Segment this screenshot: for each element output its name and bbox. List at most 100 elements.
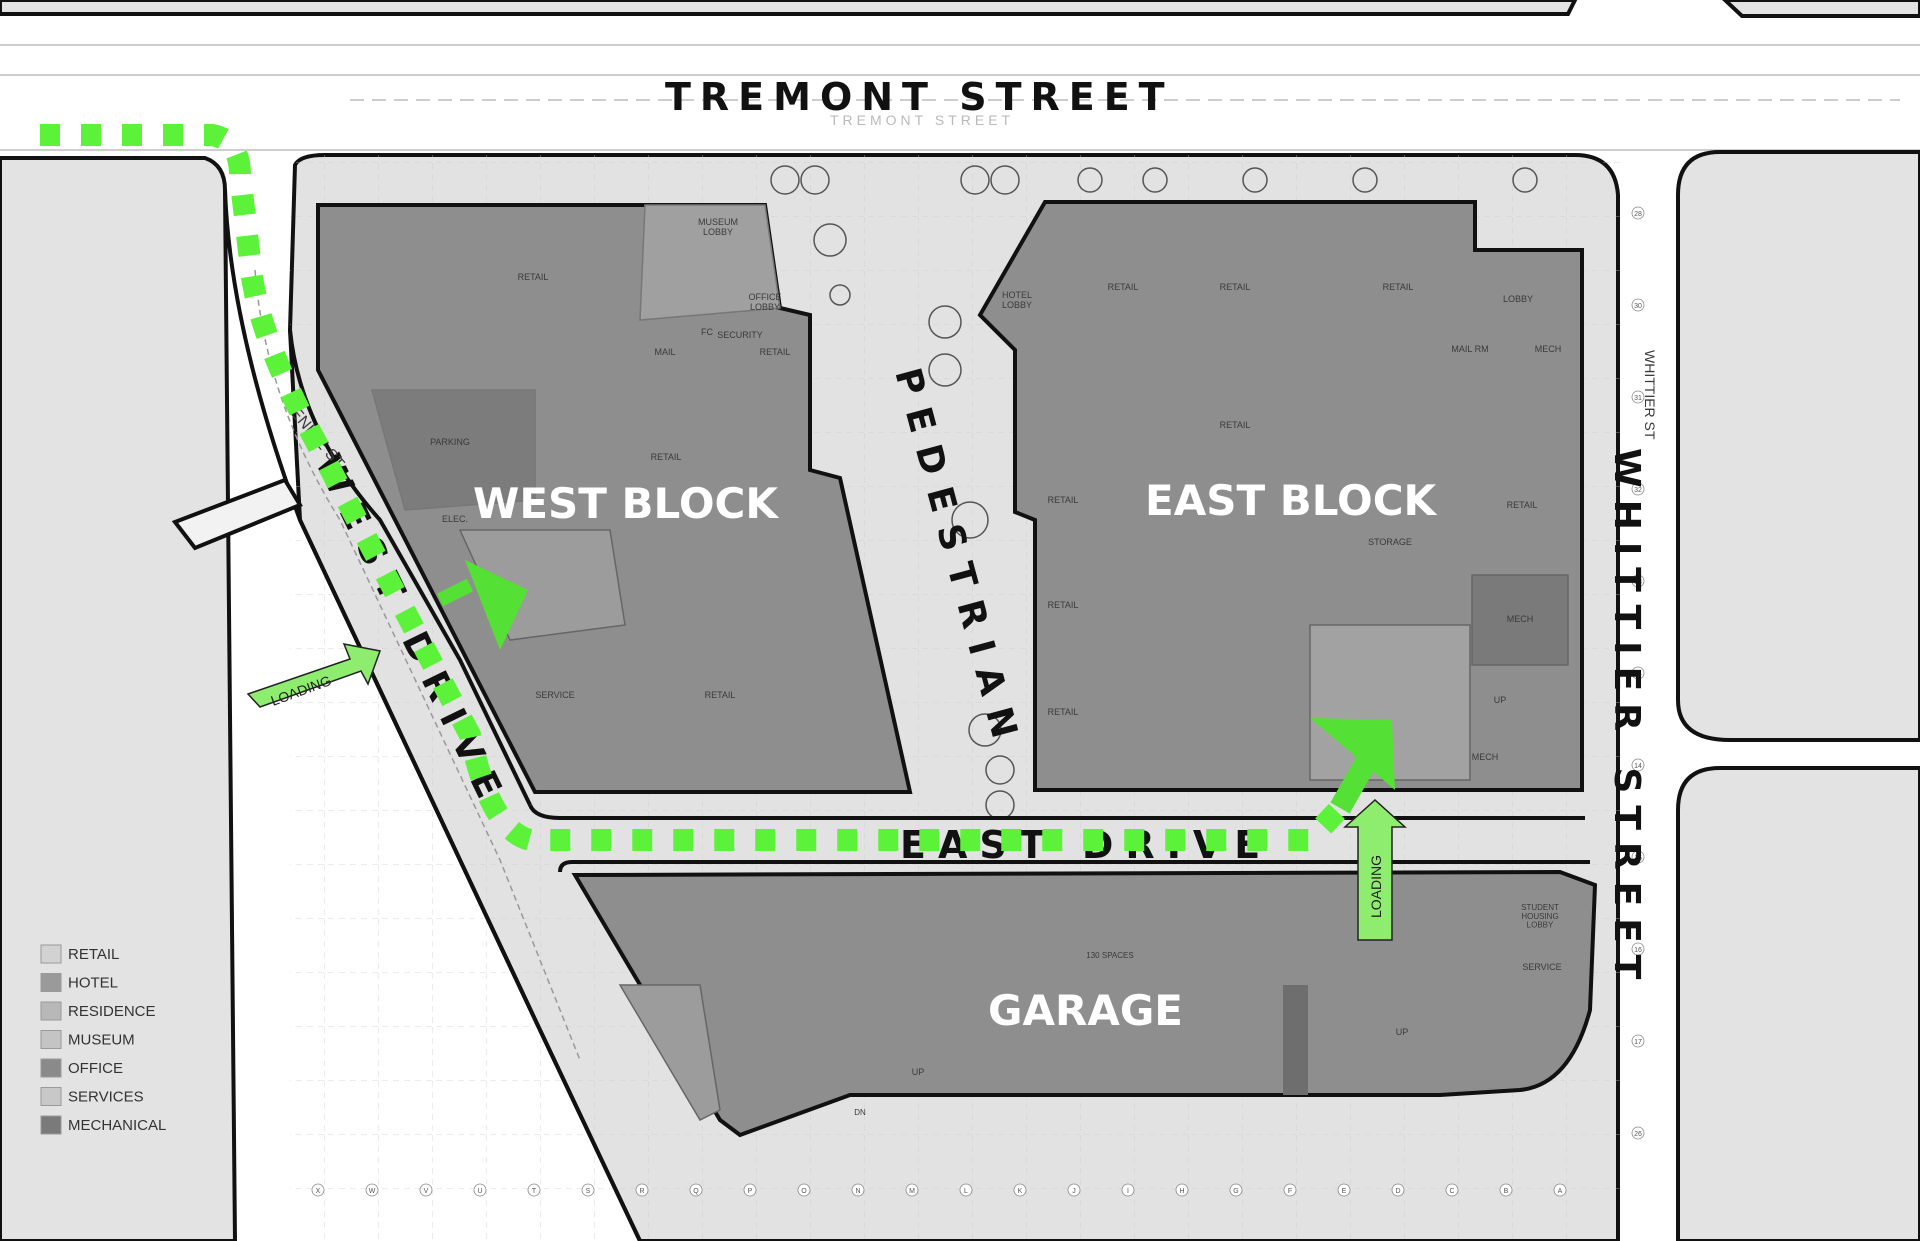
grid-column-bubble — [1175, 1183, 1189, 1197]
grid-column-label: X — [316, 1188, 321, 1195]
grid-column-label: P — [748, 1188, 753, 1195]
grid-row-bubble — [1631, 574, 1645, 588]
grid-column-bubble — [1067, 1183, 1081, 1197]
grid-row-bubble — [1631, 758, 1645, 772]
grid-column-label: V — [424, 1188, 429, 1195]
grid-column-bubble — [743, 1183, 757, 1197]
west-service-stub[interactable] — [171, 477, 303, 551]
grid-column-label: D — [1395, 1188, 1400, 1195]
land-use-legend: RETAILHOTELRESIDENCEMUSEUMOFFICESERVICES… — [40, 944, 166, 1135]
east-block-mech-room[interactable] — [1471, 574, 1569, 666]
west-block-museum-lobby[interactable] — [639, 204, 781, 321]
east-drive-edge-north — [528, 804, 1585, 820]
west-retail-label-2: RETAIL — [760, 347, 791, 357]
west-loading-arrow-shape — [246, 643, 382, 708]
legend-label: RETAIL — [68, 946, 119, 963]
grid-column-bubble — [1337, 1183, 1351, 1197]
grid-row-label: 15 — [1634, 855, 1642, 862]
west-block-label: WEST BLOCK — [473, 479, 779, 528]
mail-rm-label: MAIL RM — [1451, 344, 1488, 354]
grid-column-label: W — [369, 1188, 376, 1195]
grid-column-bubble — [1283, 1183, 1297, 1197]
grid-column-bubble — [635, 1183, 649, 1197]
east-up-label: UP — [1494, 695, 1507, 705]
grid-column-bubble — [797, 1183, 811, 1197]
grid-column-label: N — [855, 1188, 860, 1195]
west-retail-label-4: RETAIL — [705, 690, 736, 700]
grid-column-label: I — [1127, 1188, 1129, 1195]
grid-row-label: 14 — [1634, 763, 1642, 770]
grid-column-label: G — [1233, 1188, 1238, 1195]
legend-label: MECHANICAL — [68, 1117, 166, 1134]
east-entry-arrow-stem — [1330, 746, 1382, 814]
west-retail-label-1: RETAIL — [518, 272, 549, 282]
grid-column-bubble — [1553, 1183, 1567, 1197]
west-entry-arrow — [465, 560, 528, 650]
grid-row-bubble — [1631, 850, 1645, 864]
grid-row-bubble — [1631, 1126, 1645, 1140]
east-mech-label-3: MECH — [1472, 752, 1499, 762]
legend-swatch — [40, 1115, 62, 1135]
northeast-building[interactable] — [1722, 0, 1920, 18]
elec-label: ELEC. — [442, 514, 468, 524]
legend-label: OFFICE — [68, 1060, 123, 1077]
mail-label: MAIL — [654, 347, 675, 357]
grid-column-bubble — [527, 1183, 541, 1197]
grid-column-label: Q — [693, 1188, 699, 1195]
garage-ramp[interactable] — [618, 984, 721, 1121]
garage-footprint[interactable] — [571, 869, 1598, 1138]
grid-column-bubble — [959, 1183, 973, 1197]
grid-column-label: U — [477, 1188, 482, 1195]
storage-label: STORAGE — [1368, 537, 1412, 547]
east-retail-label-5: RETAIL — [1048, 495, 1079, 505]
grid-row-label: 28 — [1634, 211, 1642, 218]
east-drive-label: EAST DRIVE — [900, 823, 1272, 867]
security-label: SECURITY — [717, 330, 763, 340]
grid-column-bubble — [1013, 1183, 1027, 1197]
grid-column-bubble — [1391, 1183, 1405, 1197]
east-adjacent-building-south[interactable] — [1676, 766, 1920, 1241]
legend-label: HOTEL — [68, 975, 118, 992]
grid-row-bubble — [1631, 206, 1645, 220]
grid-column-bubble — [419, 1183, 433, 1197]
garage-core[interactable] — [1283, 985, 1308, 1095]
legend-swatch — [40, 1001, 62, 1021]
east-loading-arrow-shape — [1343, 798, 1407, 941]
east-mech-label-1: MECH — [1535, 344, 1562, 354]
garage-up-label-1: UP — [1396, 1027, 1409, 1037]
east-loading-arrow[interactable]: LOADING — [1343, 798, 1407, 941]
east-retail-label-4: RETAIL — [1220, 420, 1251, 430]
grid-column-label: K — [1018, 1188, 1023, 1195]
legend-swatch — [40, 1087, 62, 1106]
grid-column-bubble — [1229, 1183, 1243, 1197]
east-retail-label-3: RETAIL — [1383, 282, 1414, 292]
grid-row-bubble — [1631, 390, 1645, 404]
grid-column-label: E — [1342, 1188, 1347, 1195]
grid-row-bubble — [1631, 482, 1645, 496]
east-drive-edge-south — [558, 860, 1590, 873]
grid-column-bubble — [311, 1183, 325, 1197]
grid-row-label: 16 — [1634, 947, 1642, 954]
east-retail-label-6: RETAIL — [1507, 500, 1538, 510]
garage-dn-label: DN — [854, 1108, 866, 1117]
east-lobby-label: LOBBY — [1503, 294, 1533, 304]
grid-column-bubble — [1445, 1183, 1459, 1197]
east-entry-arrow — [1310, 718, 1395, 790]
grid-column-label: A — [1558, 1188, 1563, 1195]
grid-row-bubble — [1631, 942, 1645, 956]
grid-row-label: 17 — [1634, 1039, 1642, 1046]
west-adjacent-building[interactable] — [0, 156, 238, 1241]
grid-row-label: 30 — [1634, 303, 1642, 310]
grid-row-label: 34 — [1634, 671, 1642, 678]
grid-column-label: H — [1179, 1188, 1184, 1195]
grid-column-label: B — [1504, 1188, 1509, 1195]
north-building[interactable] — [0, 0, 1578, 16]
grid-column-bubble — [1499, 1183, 1513, 1197]
west-block-parking[interactable] — [371, 389, 536, 511]
grid-column-bubble — [905, 1183, 919, 1197]
east-adjacent-building-north[interactable] — [1676, 150, 1920, 742]
